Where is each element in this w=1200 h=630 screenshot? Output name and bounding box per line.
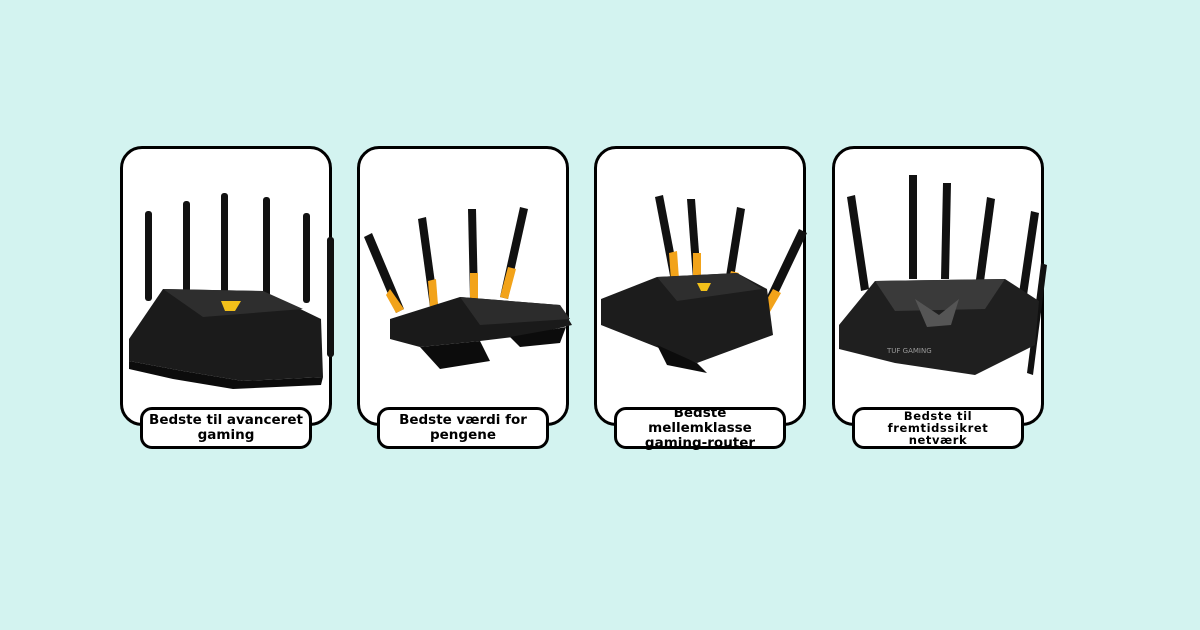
product-card-1[interactable]: Bedste til avanceret gaming [120,146,334,449]
product-card-4[interactable]: TUF GAMING Bedste til fremtidssikret net… [832,146,1047,449]
card-label: Bedste til avanceret gaming [140,407,312,449]
product-card-3[interactable]: Bedste mellemklasse gaming-router [594,146,807,450]
router-image [364,207,572,369]
card-label: Bedste værdi for pengene [377,407,549,449]
router-image [601,195,807,373]
router-image: TUF GAMING [839,175,1047,375]
card-label: Bedste mellemklasse gaming-router [614,405,786,450]
router-image [129,193,334,389]
card-label: Bedste til fremtidssikret netværk [852,407,1024,449]
product-card-2[interactable]: Bedste værdi for pengene [357,146,572,449]
tuf-gaming-logo: TUF GAMING [886,347,932,355]
